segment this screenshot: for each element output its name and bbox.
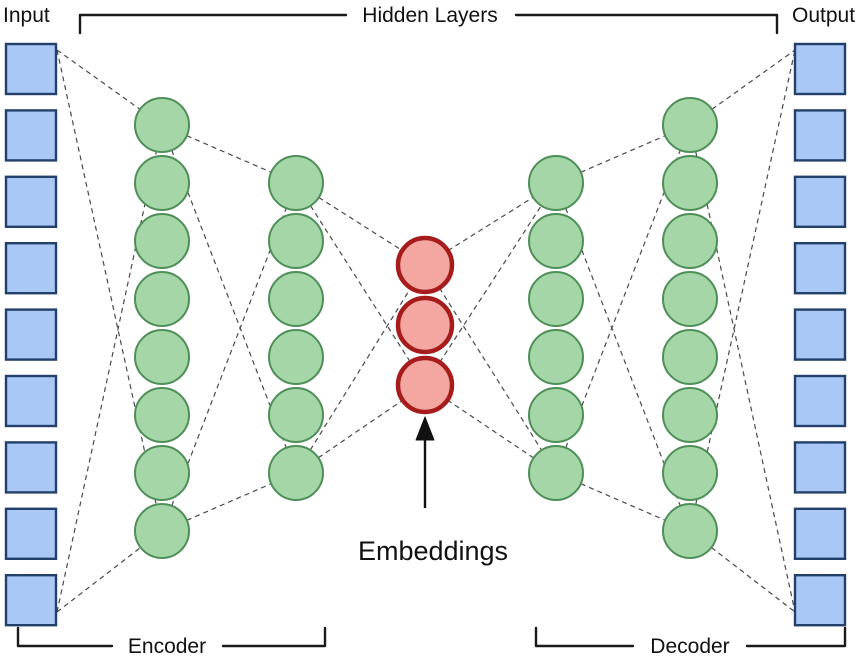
output-layer-node (793, 441, 847, 494)
decoder-hidden-1-node (528, 329, 584, 385)
input-layer-node (4, 109, 58, 162)
decoder-hidden-2-node (662, 213, 718, 269)
input-layer-node (4, 441, 58, 494)
encoder-label: Encoder (128, 635, 206, 658)
output-layer-node (793, 507, 847, 560)
connection-line (689, 124, 796, 613)
encoder-hidden-1-node (134, 97, 190, 153)
connection-line (295, 182, 426, 386)
decoder-label: Decoder (650, 635, 729, 658)
network-nodes (4, 42, 847, 627)
encoder-hidden-1-node (134, 387, 190, 443)
encoder-hidden-2-node (268, 271, 324, 327)
input-layer-node (4, 374, 58, 428)
decoder-hidden-2-node (662, 329, 718, 385)
decoder-hidden-1-node (528, 271, 584, 327)
connection-line (689, 49, 796, 532)
output-layer-node (793, 42, 847, 96)
connection-line (295, 264, 426, 474)
encoder-hidden-1-node (134, 329, 190, 385)
encoder-hidden-1-node (134, 271, 190, 327)
decoder-hidden-2-node (662, 387, 718, 443)
encoder-hidden-2-node (268, 213, 324, 269)
output-layer-node (793, 574, 847, 627)
embeddings-label: Embeddings (358, 536, 508, 566)
input-layer-node (4, 42, 58, 96)
encoder-hidden-1-node (134, 213, 190, 269)
input-layer-node (4, 308, 58, 361)
encoder-hidden-1-node (134, 503, 190, 559)
output-label: Output (792, 4, 855, 27)
input-label: Input (3, 4, 50, 27)
embeddings-annotation: Embeddings (358, 416, 508, 566)
encoder-hidden-2-node (268, 387, 324, 443)
encoder-hidden-2-node (268, 445, 324, 501)
input-layer-node (4, 175, 58, 229)
decoder-hidden-2-node (662, 503, 718, 559)
connection-line (56, 49, 163, 532)
arrow-up-icon (415, 416, 435, 441)
connection-line (424, 182, 557, 386)
connection-line (56, 49, 163, 126)
connection-line (424, 264, 557, 474)
decoder-hidden-2-node (662, 445, 718, 501)
encoder-bracket (16, 626, 327, 648)
output-layer-node (793, 175, 847, 229)
connection-line (56, 124, 163, 613)
output-layer-node (793, 374, 847, 428)
decoder-hidden-2-node (662, 97, 718, 153)
embedding-layer-node (395, 355, 455, 415)
decoder-hidden-1-node (528, 445, 584, 501)
encoder-hidden-1-node (134, 155, 190, 211)
encoder-hidden-1-node (134, 445, 190, 501)
hidden-layers-bracket (78, 13, 779, 35)
decoder-hidden-1-node (528, 155, 584, 211)
embedding-layer-node (395, 235, 455, 295)
decoder-hidden-2-node (662, 271, 718, 327)
input-layer-node (4, 574, 58, 627)
input-layer-node (4, 241, 58, 295)
output-layer-node (793, 109, 847, 162)
decoder-hidden-1-node (528, 387, 584, 443)
hidden-layers-label: Hidden Layers (362, 4, 497, 27)
output-layer-node (793, 241, 847, 295)
output-layer-node (793, 308, 847, 361)
decoder-hidden-2-node (662, 155, 718, 211)
input-layer-node (4, 507, 58, 560)
decoder-hidden-1-node (528, 213, 584, 269)
embedding-layer-node (395, 295, 455, 355)
encoder-hidden-2-node (268, 155, 324, 211)
decoder-bracket (534, 626, 847, 648)
encoder-hidden-2-node (268, 329, 324, 385)
